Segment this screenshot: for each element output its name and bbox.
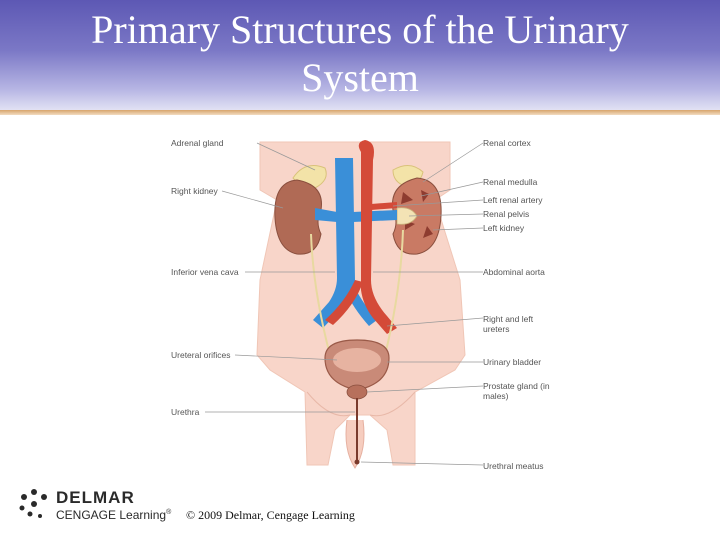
inferior-vena-cava — [313, 158, 355, 328]
label-prostate-gland: Prostate gland (in males) — [483, 381, 550, 401]
left-ureter — [384, 229, 404, 356]
delmar-cengage-logo: DELMAR CENGAGE Learning® — [18, 488, 188, 524]
label-inferior-vena-cava: Inferior vena cava — [171, 267, 239, 277]
slide-title: Primary Structures of the Urinary System — [20, 6, 700, 102]
label-left-kidney: Left kidney — [483, 223, 525, 233]
label-ureteral-orifices: Ureteral orifices — [171, 350, 231, 360]
label-adrenal-gland: Adrenal gland — [171, 138, 224, 148]
slide-title-line2: System — [301, 55, 419, 100]
title-divider — [0, 110, 720, 115]
anatomy-illustration — [205, 140, 484, 469]
right-kidney — [274, 179, 322, 255]
delmar-logo-icon — [19, 489, 47, 518]
right-leader-lines — [360, 142, 484, 466]
prostate-gland — [346, 384, 368, 400]
label-right-kidney: Right kidney — [171, 186, 218, 196]
logo-trademark: ® — [166, 509, 172, 516]
label-urethra: Urethra — [171, 407, 200, 417]
label-right-and-left-ureters: Right and left ureters — [483, 314, 534, 334]
abdominal-aorta — [358, 140, 397, 334]
right-ureter — [310, 233, 331, 356]
urinary-system-diagram: Adrenal gland Right kidney Inferior vena… — [165, 130, 555, 480]
bladder-interior — [333, 348, 381, 372]
iliac-artery-right — [325, 280, 363, 325]
copyright-notice: © 2009 Delmar, Cengage Learning — [186, 508, 355, 522]
genital-outline — [345, 419, 365, 469]
label-urinary-bladder: Urinary bladder — [483, 357, 542, 367]
label-left-renal-artery: Left renal artery — [483, 195, 543, 205]
title-banner — [0, 0, 720, 112]
slide-title-line1: Primary Structures of the Urinary — [91, 7, 629, 52]
logo-wordmark-cengage: CENGAGE Learning® — [56, 508, 171, 522]
left-leader-lines — [205, 142, 355, 413]
logo-cengage-text: CENGAGE Learning — [56, 508, 167, 522]
renal-medulla — [401, 190, 433, 238]
renal-veins — [315, 208, 397, 222]
label-renal-pelvis: Renal pelvis — [483, 209, 530, 219]
label-renal-medulla: Renal medulla — [483, 177, 538, 187]
left-renal-artery — [371, 202, 397, 210]
label-urethral-meatus: Urethral meatus — [483, 461, 544, 471]
logo-wordmark-delmar: DELMAR — [56, 488, 135, 507]
label-renal-cortex: Renal cortex — [483, 138, 531, 148]
urethral-meatus — [354, 459, 360, 465]
label-abdominal-aorta: Abdominal aorta — [483, 267, 545, 277]
